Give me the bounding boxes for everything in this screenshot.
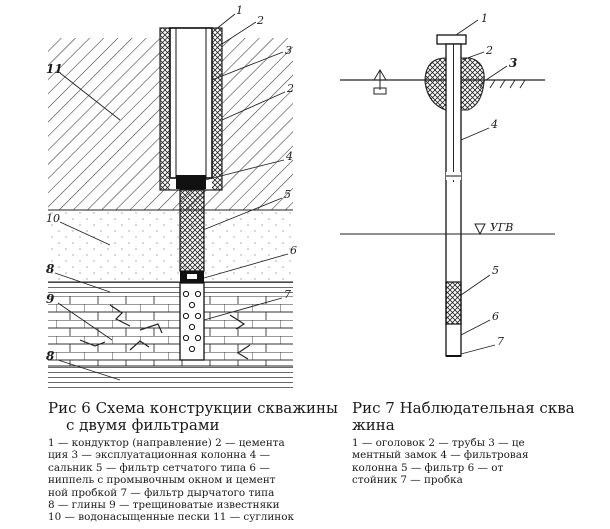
fig6-label-4: 4	[285, 150, 293, 163]
fig7-legend-line: стойник 7 — пробка	[352, 474, 463, 487]
fig6-legend-line: ной пробкой 7 — фильтр дырчатого типа	[48, 486, 275, 499]
fig7-head	[436, 34, 467, 45]
fig6-caption-title-line: с двумя фильтрами	[66, 416, 220, 434]
fig7-label-2: 2	[485, 44, 493, 57]
fig7-label-1: 1	[481, 12, 488, 25]
fig7-label-ugv: УГВ	[490, 221, 513, 234]
fig6-label-8a: 8	[46, 262, 55, 276]
fig7-filter	[445, 281, 462, 325]
fig6-clay-upper	[48, 282, 293, 296]
fig6-diagram: 1 2 3 2 4 5 6 7 11 10 8 9 8	[46, 4, 297, 388]
fig6-legend-line: ция 3 — эксплуатационная колонна 4 —	[48, 449, 271, 462]
fig6-label-3: 3	[285, 44, 292, 57]
fig7-caption-title-line: Рис 7 Наблюдательная сква	[352, 399, 575, 417]
fig6-label-7: 7	[284, 288, 291, 301]
fig6-label-11: 11	[46, 62, 63, 76]
fig7-label-4: 4	[490, 118, 498, 131]
fig7-label-3: 3	[509, 56, 517, 70]
fig7-caption-legend: 1 — оголовок 2 — трубы 3 — це ментный за…	[352, 437, 529, 487]
fig6-clay-lower	[48, 366, 293, 388]
fig6-label-6: 6	[290, 244, 297, 257]
fig6-sand-layer	[48, 210, 293, 282]
fig7-legend-line: 1 — оголовок 2 — трубы 3 — це	[352, 437, 525, 449]
fig7-legend-line: колонна 5 — фильтр 6 — от	[352, 461, 504, 474]
fig7-caption-title-line: жина	[352, 416, 395, 434]
fig6-label-1: 1	[236, 4, 243, 17]
fig6-label-10: 10	[46, 212, 60, 225]
fig7-diagram: 1 2 3 4 УГВ 5 6 7	[340, 12, 555, 357]
fig6-label-8b: 8	[46, 349, 55, 363]
fig6-label-5: 5	[284, 188, 291, 201]
fig6-label-9: 9	[46, 292, 55, 306]
figures-canvas: 1 2 3 2 4 5 6 7 11 10 8 9 8	[46, 4, 555, 388]
fig6-caption-title: Рис 6 Схема конструкции скважины с двумя…	[48, 400, 338, 434]
fig6-gland	[176, 175, 206, 189]
fig6-caption-legend: 1 — кондуктор (направление) 2 — цемента …	[48, 437, 294, 524]
fig6-label-2a: 2	[256, 14, 264, 27]
fig6-legend-line: сальник 5 — фильтр сетчатого типа 6 —	[48, 461, 270, 474]
fig6-legend-line: 1 — кондуктор (направление) 2 — цемента	[48, 437, 285, 449]
fig7-label-5: 5	[492, 264, 499, 277]
fig6-caption-title-line: Рис 6 Схема конструкции скважины	[48, 399, 338, 417]
fig6-legend-line: 10 — водонасыщенные пески 11 — суглинок	[48, 511, 294, 524]
fig7-label-6: 6	[492, 310, 499, 323]
fig6-limestone-layer	[48, 296, 293, 366]
fig6-legend-line: 8 — глины 9 — трещиноватые известняки	[48, 499, 280, 512]
fig7-legend-line: ментный замок 4 — фильтровая	[352, 449, 529, 462]
fig6-legend-line: ниппель с промывочным окном и цемент	[48, 474, 276, 487]
fig6-mesh-filter	[179, 188, 205, 272]
fig7-label-7: 7	[497, 335, 504, 348]
fig7-caption-title: Рис 7 Наблюдательная сква жина	[352, 400, 575, 434]
fig6-label-2b: 2	[286, 82, 294, 95]
fig6-production-column	[169, 27, 213, 179]
